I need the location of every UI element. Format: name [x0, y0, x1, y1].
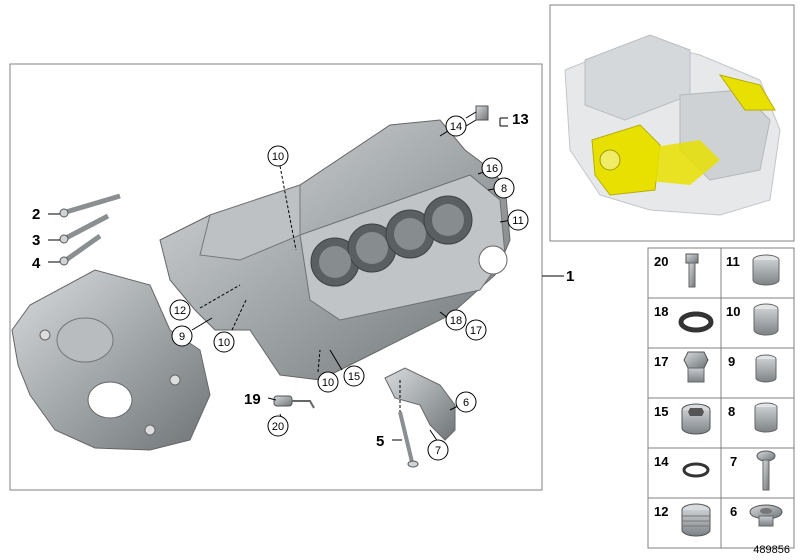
callout-13: 13 [512, 111, 529, 128]
bolts-group [59, 193, 121, 266]
callout-15: 15 [348, 371, 360, 383]
engine-overview-illustration [564, 34, 781, 216]
callout-10-left: 10 [218, 337, 230, 349]
callout-8: 8 [501, 183, 507, 195]
table-label-left-5: 12 [654, 504, 668, 519]
sleeve-icon [753, 303, 779, 336]
callout-12: 12 [174, 305, 186, 317]
screw-plug-icon [681, 503, 711, 537]
callout-1: 1 [566, 268, 574, 285]
highlighted-crankcase-top [718, 74, 776, 111]
callout-4: 4 [32, 255, 41, 272]
callout-2: 2 [32, 206, 40, 223]
callout-10-top: 10 [272, 151, 284, 163]
callout-14: 14 [450, 121, 462, 133]
callout-20: 20 [272, 421, 284, 433]
parts-table: 20 11 18 10 17 9 15 [647, 247, 795, 549]
oil-nozzle [273, 395, 315, 409]
callout-9: 9 [179, 331, 185, 343]
sensor-13 [475, 105, 489, 121]
screw-plug-icon [681, 403, 711, 435]
callout-7: 7 [435, 445, 441, 457]
callout-17: 17 [470, 325, 482, 337]
callout-18: 18 [450, 315, 462, 327]
callout-6: 6 [463, 397, 469, 409]
seal-ring-icon [678, 311, 714, 333]
table-label-right-2: 9 [728, 354, 735, 369]
engine-overview-inset [549, 4, 795, 242]
sleeve-icon [755, 354, 777, 383]
crankshaft-bearing-bracket [384, 367, 456, 441]
table-label-left-4: 14 [654, 454, 669, 469]
table-label-right-4: 7 [730, 454, 737, 469]
circled-callouts: 10 14 16 8 11 12 9 10 18 17 10 15 6 7 20 [169, 115, 529, 461]
sleeve-icon [754, 402, 778, 433]
table-label-left-0: 20 [654, 254, 668, 269]
bolt-icon [756, 450, 776, 491]
main-frame [9, 63, 543, 491]
callout-10-bottom: 10 [322, 377, 334, 389]
table-label-right-3: 8 [728, 404, 735, 419]
callout-16: 16 [486, 163, 498, 175]
table-label-left-3: 15 [654, 404, 668, 419]
cylinder-bores [310, 195, 473, 287]
diagram-id: 489856 [753, 544, 790, 556]
table-label-left-2: 17 [654, 354, 668, 369]
screw-plug-icon [683, 351, 709, 383]
screw-plug-icon [749, 504, 783, 527]
table-label-left-1: 18 [654, 304, 668, 319]
sleeve-icon [752, 254, 780, 286]
table-label-right-5: 6 [730, 504, 737, 519]
callout-5: 5 [376, 433, 384, 450]
table-label-right-1: 10 [726, 304, 740, 319]
seal-ring-icon [682, 462, 710, 478]
callout-11: 11 [512, 215, 523, 227]
screw-icon [685, 253, 699, 288]
crankcase [159, 119, 511, 381]
callout-3: 3 [32, 232, 40, 249]
callout-19: 19 [244, 391, 261, 408]
bolt-5 [398, 411, 419, 468]
table-label-right-0: 11 [726, 254, 740, 269]
timing-case-cover [11, 269, 211, 451]
